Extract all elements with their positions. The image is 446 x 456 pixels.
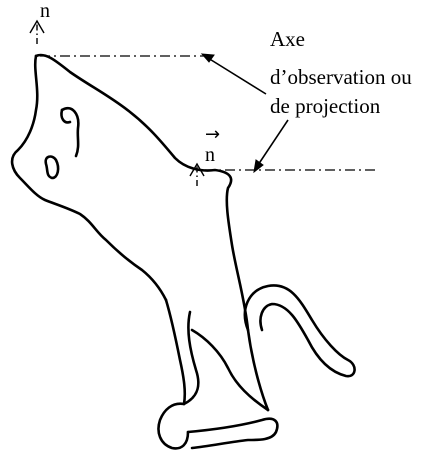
- pointer-arrow-top: [202, 54, 266, 94]
- annotation-axe-line2: d’observation ou: [270, 67, 412, 88]
- vector-arrow-icon: →: [205, 126, 220, 144]
- normal-label-mid: n: [205, 145, 215, 165]
- normal-vector-top: [30, 21, 44, 44]
- pointer-arrow-mid: [254, 120, 288, 172]
- annotation-axe-line3: de projection: [270, 96, 380, 117]
- normal-label-top: n: [40, 1, 50, 21]
- annotation-axe-line1: Axe: [270, 29, 305, 50]
